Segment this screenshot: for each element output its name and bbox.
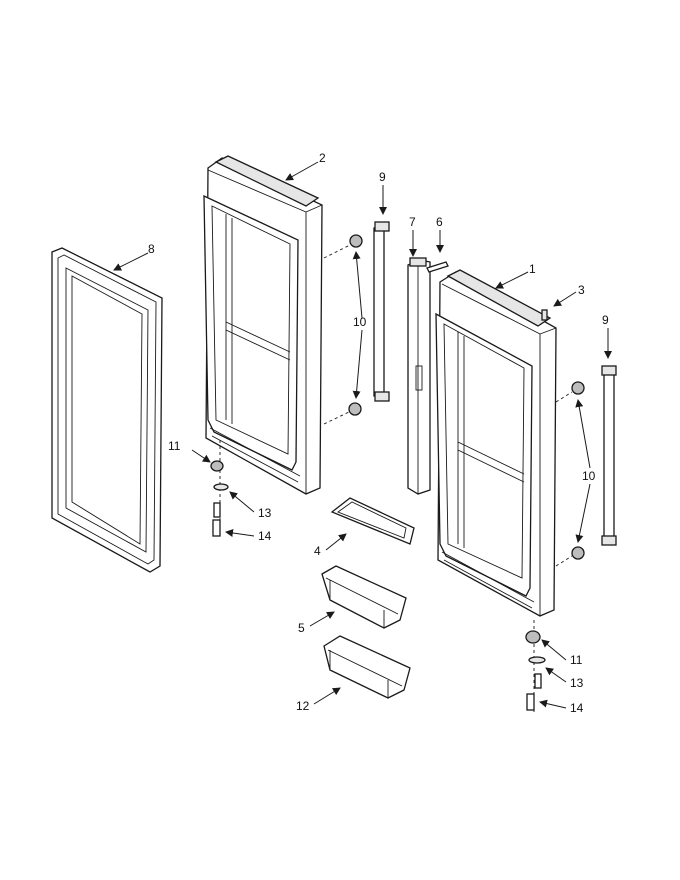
right-handle-mount-top-10 <box>571 381 585 395</box>
right-hinge-bushing-11 <box>525 630 541 644</box>
callout-14-right: 14 <box>570 701 584 715</box>
left-screw-14 <box>212 519 221 537</box>
callout-9-right: 9 <box>602 313 609 327</box>
left-door-assembly <box>203 155 323 495</box>
top-hinge-screw <box>541 309 548 321</box>
bin-cover <box>330 497 415 545</box>
left-screw-13 <box>213 502 221 518</box>
callout-10-left: 10 <box>353 315 367 329</box>
callout-2: 2 <box>319 151 326 165</box>
callout-7: 7 <box>409 215 416 229</box>
right-door-assembly <box>435 269 557 617</box>
callout-3: 3 <box>578 283 585 297</box>
callout-13-left: 13 <box>258 506 272 520</box>
left-hinge-bushing-11 <box>210 460 224 472</box>
callout-4: 4 <box>314 544 321 558</box>
callout-6: 6 <box>436 215 443 229</box>
door-gasket <box>51 247 163 573</box>
callout-11-left: 11 <box>168 439 181 453</box>
center-flipper <box>407 257 431 495</box>
right-screw-14 <box>526 693 535 711</box>
left-hinge-shim-13 <box>213 483 229 491</box>
callout-12: 12 <box>296 699 310 713</box>
right-handle <box>555 365 617 567</box>
right-hinge-shim-13 <box>528 656 546 664</box>
callout-8: 8 <box>148 242 155 256</box>
left-lower-hinge-parts <box>210 440 229 537</box>
callout-1: 1 <box>529 262 536 276</box>
callout-13-right: 13 <box>570 676 584 690</box>
left-handle-mount-bottom-10 <box>348 402 362 416</box>
callout-9-left: 9 <box>379 170 386 184</box>
right-handle-mount-bottom-10 <box>571 546 585 560</box>
callout-14-left: 14 <box>258 529 272 543</box>
door-bin-lower <box>323 635 411 699</box>
callout-5: 5 <box>298 621 305 635</box>
right-screw-13 <box>534 673 542 689</box>
door-bin-upper <box>321 565 407 629</box>
left-handle <box>323 221 390 425</box>
flipper-screw <box>426 261 449 273</box>
left-handle-mount-top-10 <box>349 234 363 248</box>
callouts: 2 8 9 7 6 1 3 9 10 10 11 13 14 4 5 12 11… <box>148 151 609 715</box>
callout-10-right: 10 <box>582 469 596 483</box>
leader-lines <box>113 161 612 709</box>
callout-11-right: 11 <box>570 653 583 667</box>
right-lower-hinge-parts <box>525 620 546 712</box>
